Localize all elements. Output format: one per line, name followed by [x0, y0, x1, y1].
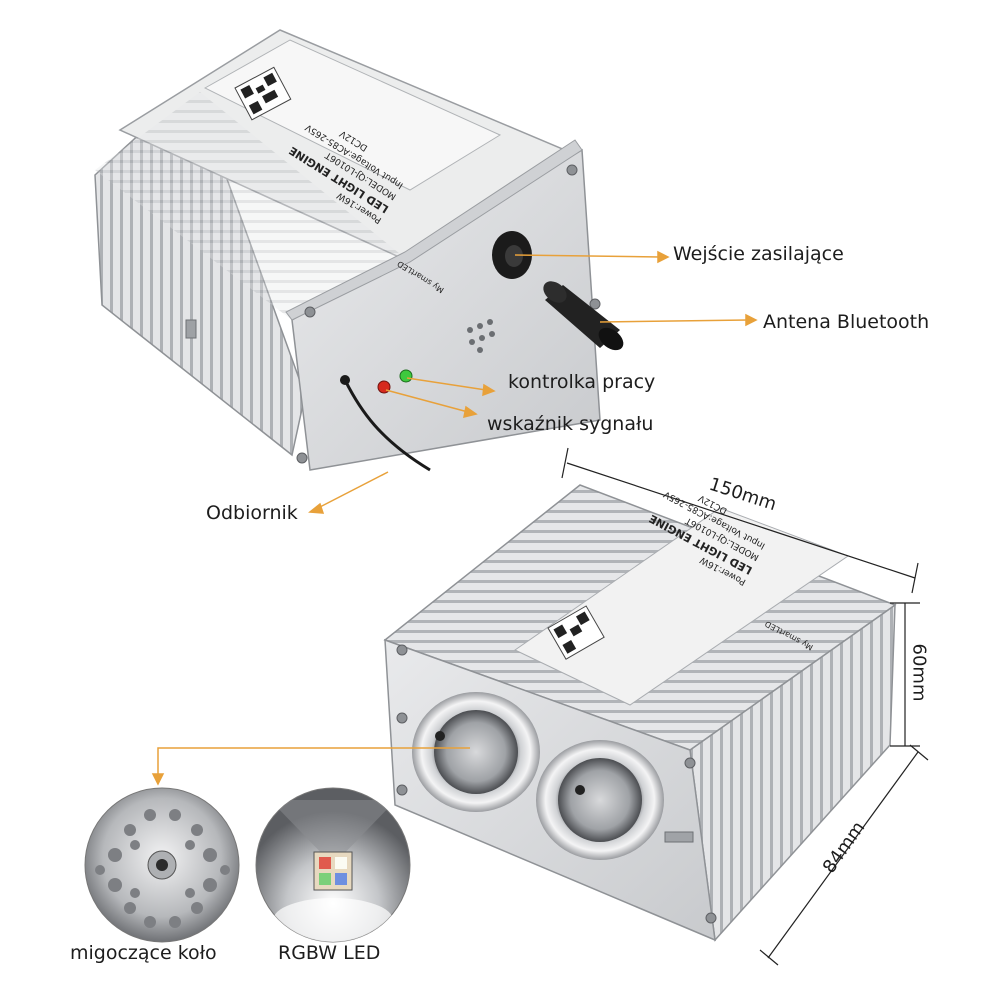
rgbw-led-inset	[255, 787, 411, 943]
work-indicator-led	[399, 369, 413, 383]
label-bluetooth-antenna: Antena Bluetooth	[763, 311, 930, 333]
top-device: LED LIGHT ENGINE MODEL:QJ-L0106T Input V…	[94, 29, 624, 472]
bluetooth-antenna	[543, 281, 624, 351]
label-signal-indicator: wskaźnik sygnału	[487, 413, 654, 435]
speaker-grille	[467, 319, 495, 353]
output-port-right	[536, 740, 664, 860]
callout-line-bottom	[151, 747, 470, 786]
power-socket	[492, 231, 532, 279]
flicker-wheel-inset	[84, 787, 240, 943]
callout-lines-top	[308, 250, 758, 514]
caption-rgbw-led: RGBW LED	[278, 942, 381, 964]
qr-code	[234, 66, 292, 121]
label-work-indicator: kontrolka pracy	[508, 371, 656, 393]
output-port-left	[412, 692, 540, 812]
label-receiver: Odbiornik	[206, 502, 298, 524]
dimension-lines	[561, 447, 929, 966]
caption-flicker-wheel: migoczące koło	[70, 942, 217, 964]
receiver-cable	[343, 379, 431, 472]
qr-code-bottom	[547, 605, 605, 660]
dimension-height: 60mm	[908, 643, 930, 702]
label-power-input: Wejście zasilające	[673, 243, 844, 265]
